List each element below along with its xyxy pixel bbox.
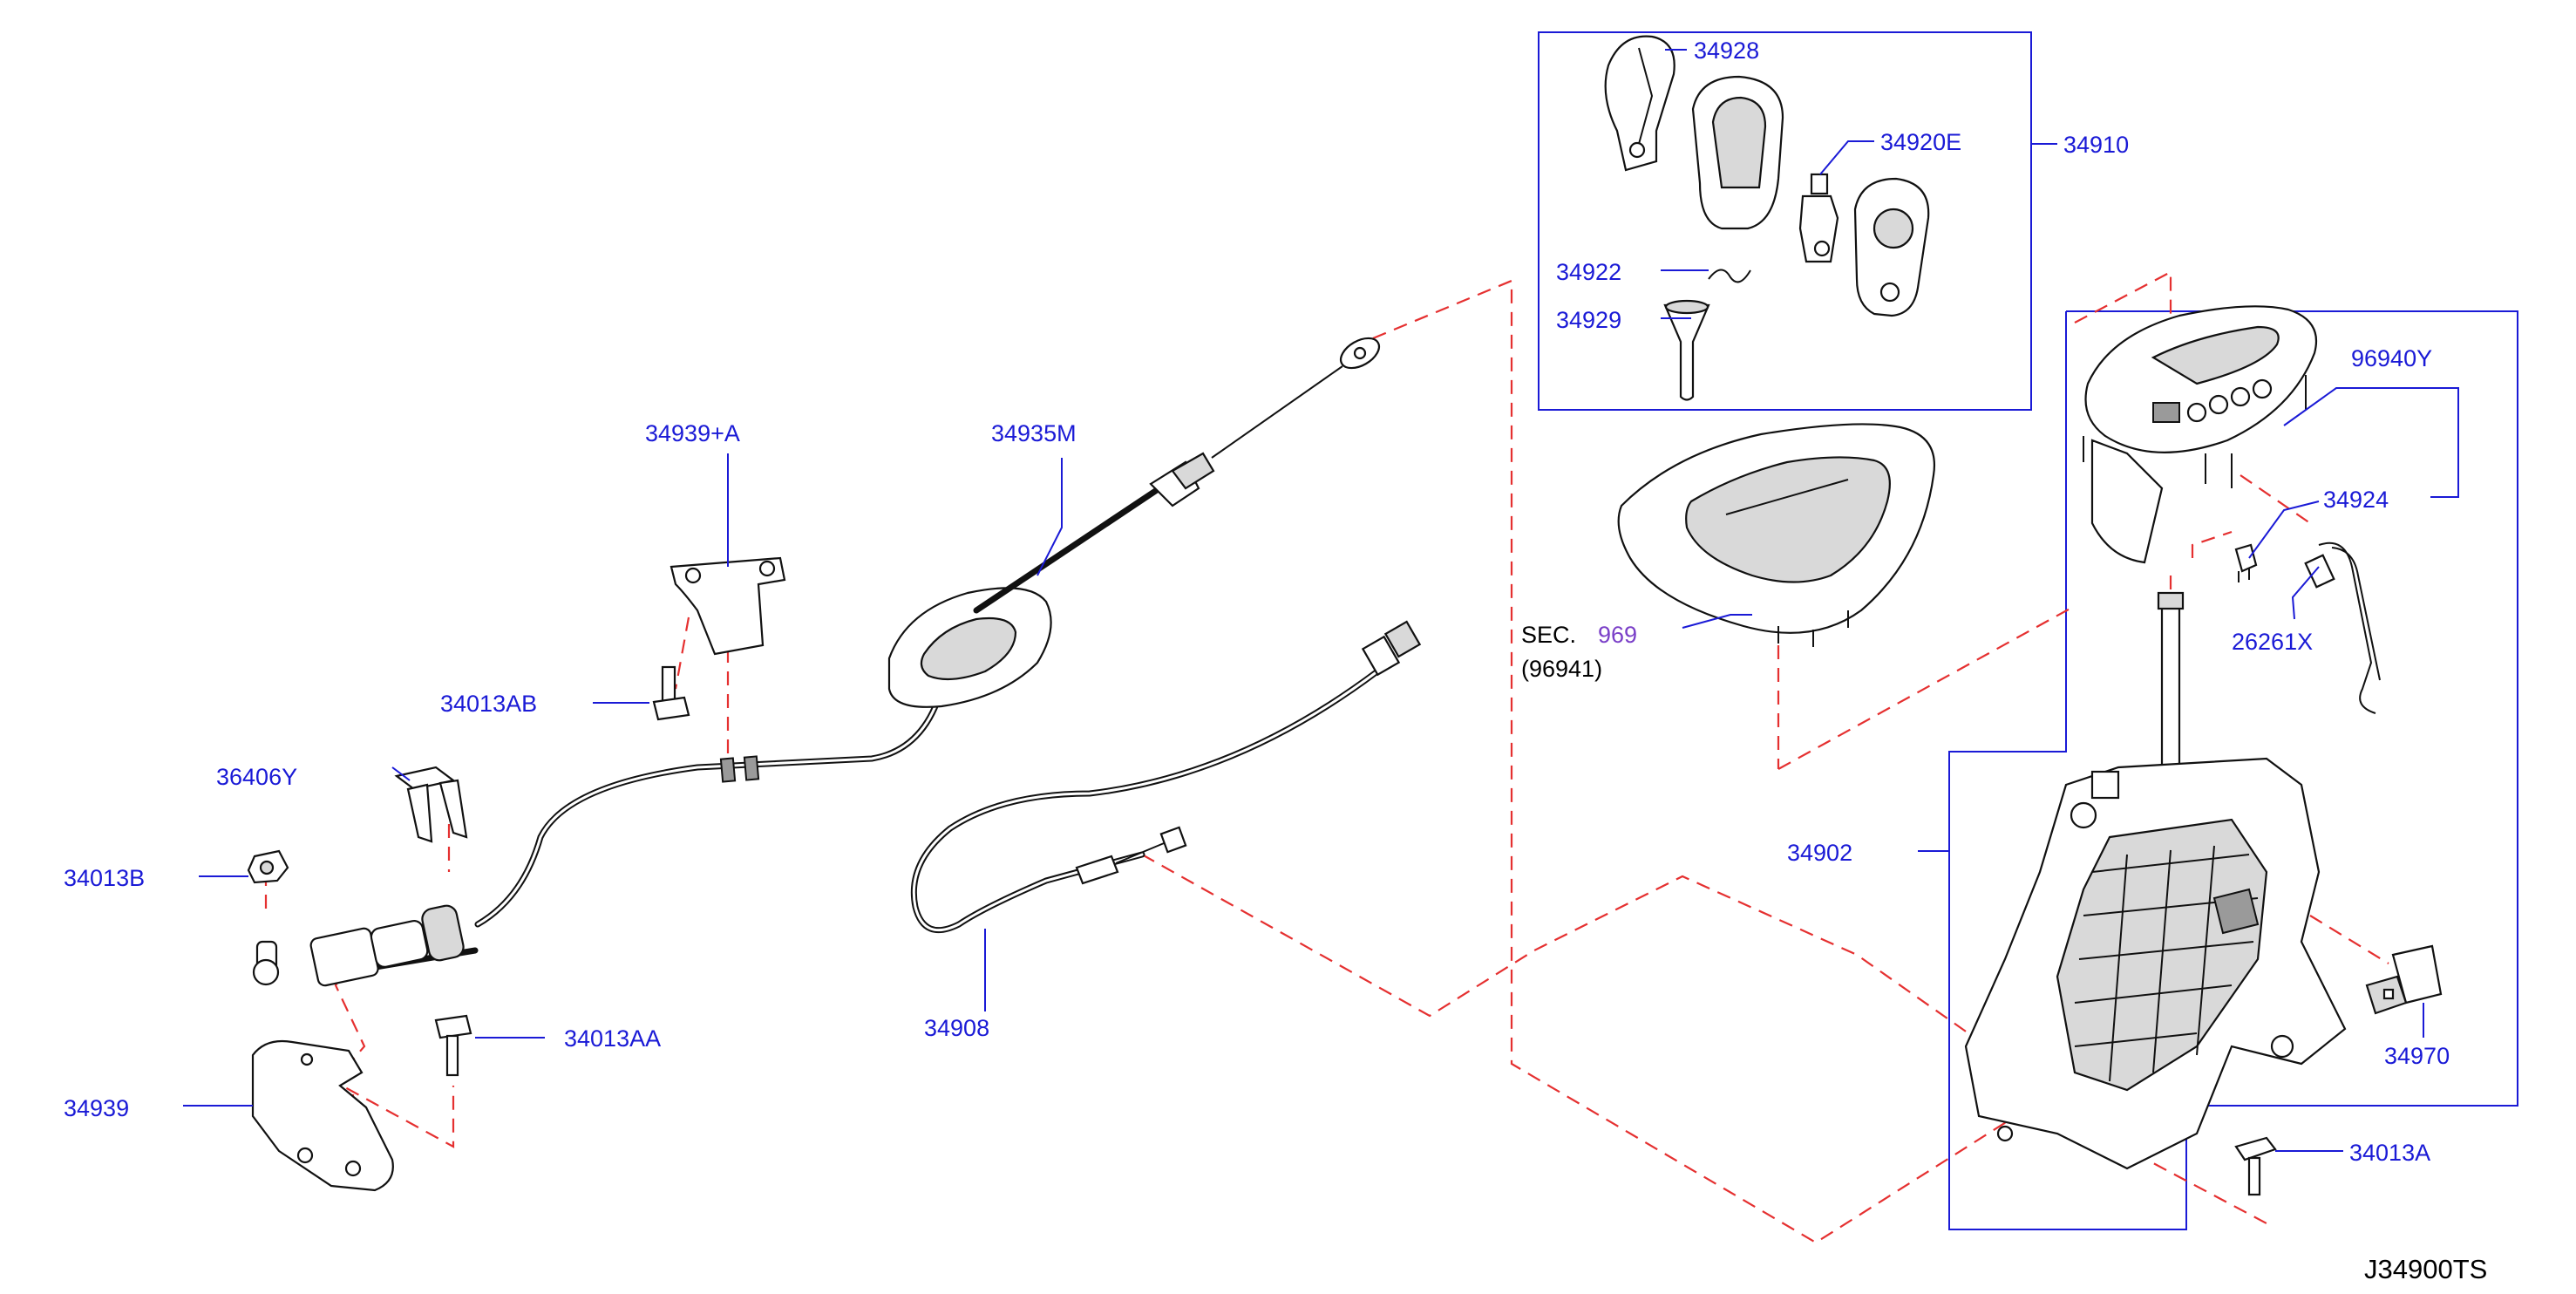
clip-part — [394, 766, 468, 843]
bolt-34013a-part — [2234, 1136, 2277, 1196]
sec-number: 969 — [1598, 622, 1637, 648]
switch-connector-part — [2365, 944, 2443, 1015]
label-36406y: 36406Y — [216, 764, 297, 790]
shift-knob-part — [1691, 75, 1784, 230]
lock-cable-part — [910, 620, 1422, 934]
sec-prefix: SEC. — [1521, 622, 1576, 648]
diagram-code: J34900TS — [2364, 1254, 2487, 1284]
label-34928: 34928 — [1694, 37, 1759, 64]
label-34908: 34908 — [924, 1015, 989, 1041]
shifter-assembly-box — [1948, 310, 2518, 1230]
console-finisher-part — [1617, 423, 1935, 647]
bracket-lower-part — [251, 1039, 394, 1192]
knob-cover-part — [1604, 35, 1675, 172]
bracket-upper-part — [669, 556, 786, 656]
label-34939: 34939 — [64, 1095, 129, 1121]
harness-part — [2304, 541, 2381, 714]
label-34910: 34910 — [2063, 132, 2129, 158]
bulb-socket-part — [2234, 543, 2258, 582]
indicator-part — [2083, 305, 2318, 564]
label-96940y: 96940Y — [2351, 345, 2432, 371]
label-34929: 34929 — [1556, 307, 1621, 333]
knob-sleeve-part — [1663, 299, 1710, 401]
knob-button-part — [1798, 173, 1839, 263]
control-cable-part — [252, 337, 1381, 987]
sec-sub: (96941) — [1521, 656, 1602, 682]
label-34924: 34924 — [2323, 487, 2389, 513]
knob-finisher-part — [1853, 177, 1930, 317]
label-26261x: 26261X — [2232, 629, 2313, 655]
label-34970: 34970 — [2384, 1043, 2450, 1069]
label-34902: 34902 — [1787, 840, 1852, 866]
label-34935m: 34935M — [991, 420, 1077, 446]
shifter-assembly-part — [1964, 591, 2347, 1170]
label-34013ab: 34013AB — [440, 691, 537, 717]
label-34013a: 34013A — [2349, 1140, 2430, 1166]
label-34013aa: 34013AA — [564, 1025, 661, 1052]
nut-part — [247, 849, 289, 884]
label-34922: 34922 — [1556, 259, 1621, 285]
bolt-34013ab-part — [652, 665, 690, 721]
label-34920e: 34920E — [1880, 129, 1961, 155]
label-34013b: 34013B — [64, 865, 145, 891]
label-34939a: 34939+A — [645, 420, 740, 446]
spring-clip-part — [1708, 269, 1751, 283]
bolt-34013aa-part — [434, 1014, 472, 1077]
leader-lines — [183, 49, 2459, 1152]
knob-kit-box — [1538, 31, 2032, 411]
